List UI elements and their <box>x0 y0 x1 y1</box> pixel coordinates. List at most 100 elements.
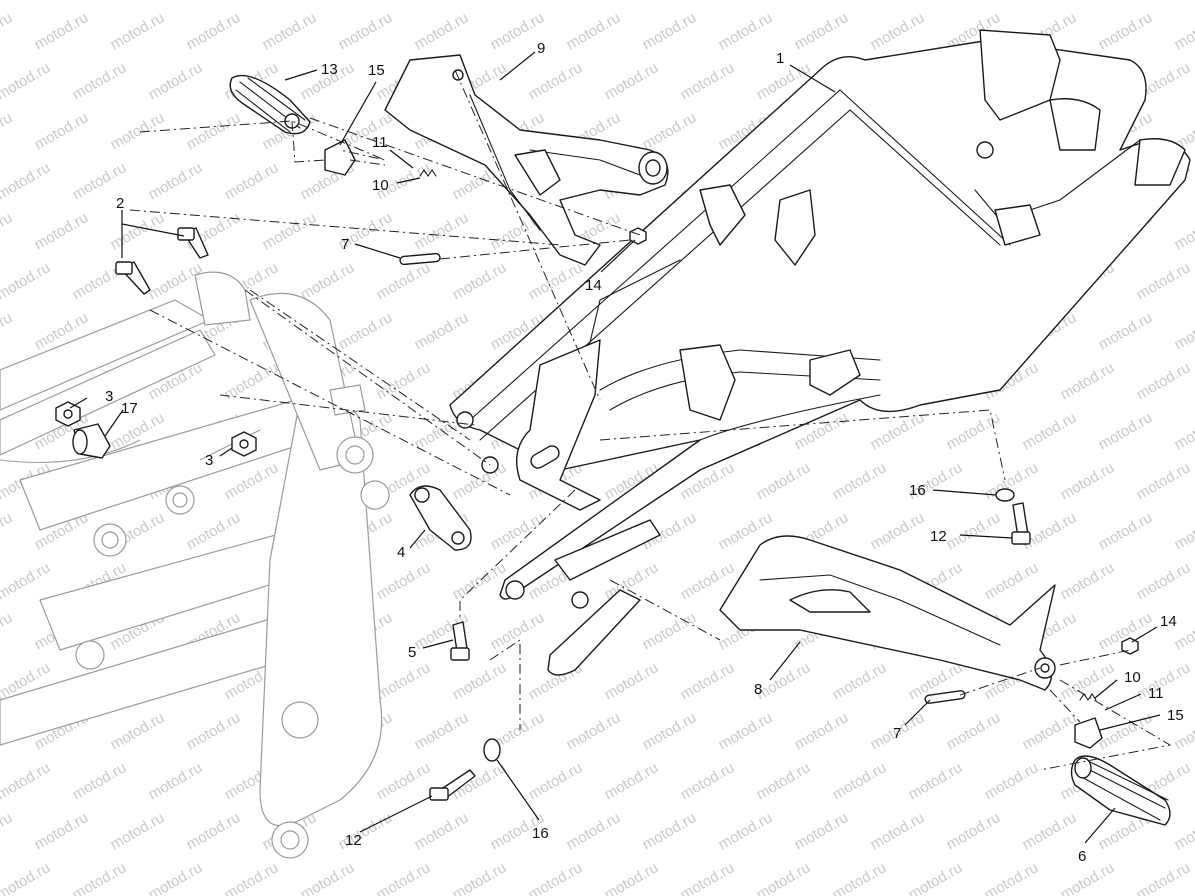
callout-1: 1 <box>776 50 784 67</box>
watermark-text: motod.ru <box>792 709 852 753</box>
main-frame <box>0 271 390 859</box>
watermark-text: motod.ru <box>1020 709 1080 753</box>
watermark-text: motod.ru <box>602 659 662 703</box>
watermark-text: motod.ru <box>0 509 15 553</box>
watermark-text: motod.ru <box>1172 809 1195 853</box>
rear-subframe <box>449 29 1191 676</box>
watermark-text: motod.ru <box>792 9 852 53</box>
watermark-text: motod.ru <box>678 859 738 896</box>
watermark-text: motod.ru <box>602 859 662 896</box>
callout-14-lower: 14 <box>1160 613 1177 630</box>
leader-lines <box>69 51 1161 844</box>
watermark-text: motod.ru <box>868 809 928 853</box>
rubber-pad-right <box>1074 717 1103 749</box>
watermark-text: motod.ru <box>298 259 358 303</box>
watermark-text: motod.ru <box>1058 659 1118 703</box>
watermark-text: motod.ru <box>1058 359 1118 403</box>
callout-9: 9 <box>537 40 545 57</box>
watermark-text: motod.ru <box>450 259 510 303</box>
watermark-text: motod.ru <box>640 709 700 753</box>
bolts-2 <box>115 227 209 295</box>
watermark-text: motod.ru <box>184 109 244 153</box>
watermark-text: motod.ru <box>754 759 814 803</box>
watermark-text: motod.ru <box>184 709 244 753</box>
watermark-text: motod.ru <box>222 359 282 403</box>
watermark-text: motod.ru <box>716 709 776 753</box>
callout-12-right: 12 <box>930 528 947 545</box>
watermark-text: motod.ru <box>1134 459 1194 503</box>
watermark-text: motod.ru <box>1172 309 1195 353</box>
watermark-text: motod.ru <box>982 859 1042 896</box>
watermark-text: motod.ru <box>1172 509 1195 553</box>
watermark-text: motod.ru <box>906 859 966 896</box>
watermark-text: motod.ru <box>640 809 700 853</box>
watermark-text: motod.ru <box>1134 559 1194 603</box>
assembly-lines <box>129 69 1172 771</box>
watermark-text: motod.ru <box>146 59 206 103</box>
callout-3-lower: 3 <box>205 452 213 469</box>
watermark-text: motod.ru <box>1058 559 1118 603</box>
watermark-text: motod.ru <box>412 309 472 353</box>
footpeg-left <box>229 74 311 135</box>
callout-2: 2 <box>116 195 124 212</box>
watermark-text: motod.ru <box>982 559 1042 603</box>
watermark-text: motod.ru <box>108 9 168 53</box>
watermark-text: motod.ru <box>1134 359 1194 403</box>
watermark-text: motod.ru <box>602 0 662 3</box>
watermark-text: motod.ru <box>70 59 130 103</box>
washers-16 <box>483 488 1015 762</box>
watermark-text: motod.ru <box>146 159 206 203</box>
watermark-text: motod.ru <box>1134 0 1194 3</box>
callout-15-upper: 15 <box>368 62 385 79</box>
watermark-text: motod.ru <box>108 809 168 853</box>
watermark-text: motod.ru <box>830 0 890 3</box>
watermark-text: motod.ru <box>754 459 814 503</box>
watermark-text: motod.ru <box>640 609 700 653</box>
watermark-text: motod.ru <box>754 859 814 896</box>
watermark-text: motod.ru <box>0 759 53 803</box>
watermark-text: motod.ru <box>982 0 1042 3</box>
watermark-text: motod.ru <box>450 859 510 896</box>
watermark-text: motod.ru <box>602 59 662 103</box>
watermark-text: motod.ru <box>260 9 320 53</box>
watermark-text: motod.ru <box>944 809 1004 853</box>
watermark-text: motod.ru <box>450 0 510 3</box>
watermark-text: motod.ru <box>32 109 92 153</box>
watermark-text: motod.ru <box>1058 459 1118 503</box>
watermark-text: motod.ru <box>0 609 15 653</box>
watermark-text: motod.ru <box>944 509 1004 553</box>
watermark-text: motod.ru <box>32 9 92 53</box>
callout-16-right: 16 <box>909 482 926 499</box>
callout-labels: 1 2 3 3 4 5 6 7 7 8 9 10 10 11 11 12 12 … <box>105 40 1184 865</box>
watermark-text: motod.ru <box>0 809 15 853</box>
watermark-text: motod.ru <box>450 459 510 503</box>
watermark-text: motod.ru <box>336 9 396 53</box>
watermark-text: motod.ru <box>412 209 472 253</box>
watermark-text: motod.ru <box>108 709 168 753</box>
bracket-4 <box>409 485 472 551</box>
watermark-text: motod.ru <box>526 0 586 3</box>
watermark-text: motod.ru <box>868 509 928 553</box>
watermark-text: motod.ru <box>0 59 53 103</box>
callout-3-upper: 3 <box>105 388 113 405</box>
watermark-text: motod.ru <box>1172 409 1195 453</box>
watermark-text: motod.ru <box>184 9 244 53</box>
callout-6: 6 <box>1078 848 1086 865</box>
watermark-text: motod.ru <box>0 9 15 53</box>
callout-15-lower: 15 <box>1167 707 1184 724</box>
watermark-text: motod.ru <box>830 459 890 503</box>
watermark-text: motod.ru <box>222 0 282 3</box>
watermark-text: motod.ru <box>374 859 434 896</box>
watermark-text: motod.ru <box>412 809 472 853</box>
watermark-text: motod.ru <box>0 259 53 303</box>
watermark-text: motod.ru <box>222 159 282 203</box>
watermark-text: motod.ru <box>374 359 434 403</box>
watermark-text: motod.ru <box>1172 209 1195 253</box>
watermark-text: motod.ru <box>70 859 130 896</box>
watermark-text: motod.ru <box>0 209 15 253</box>
watermark-text: motod.ru <box>1020 809 1080 853</box>
callout-8: 8 <box>754 681 762 698</box>
watermark-text: motod.ru <box>0 559 53 603</box>
nuts-14 <box>629 227 1139 655</box>
